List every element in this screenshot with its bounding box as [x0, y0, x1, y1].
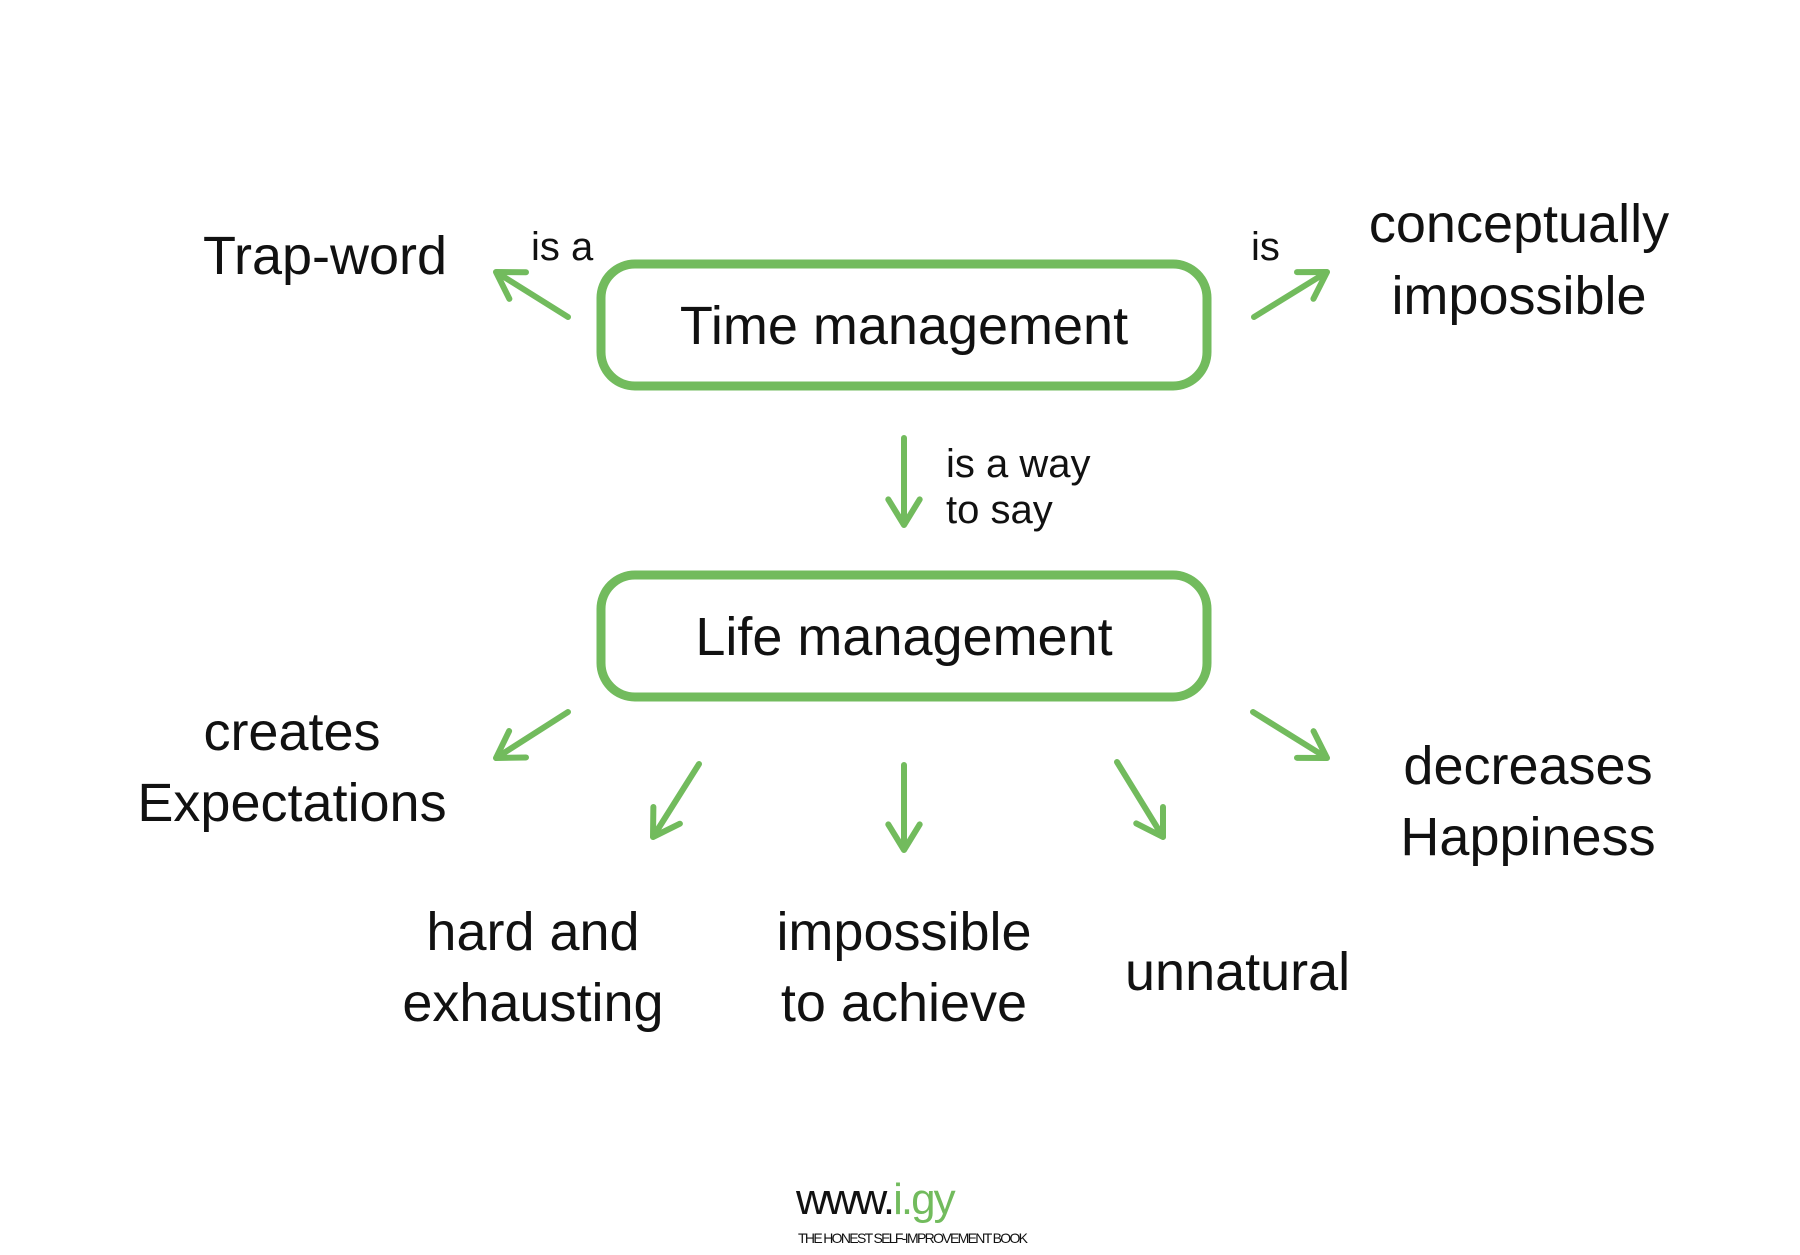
arrow-to-decreases-happiness-icon: [1250, 709, 1330, 761]
arrow-to-life-management-icon: [885, 435, 923, 528]
trap-word-label: Trap-word: [203, 226, 447, 286]
edge-label-is-a-way: is a way: [946, 442, 1091, 486]
logo-www: www.: [795, 1175, 893, 1224]
time-management-box: [596, 259, 1212, 391]
expectations-label: Expectations: [137, 773, 446, 833]
arrow-to-unnatural-icon: [1114, 759, 1166, 840]
impossible-label-2: impossible: [776, 902, 1031, 962]
life-management-label: Life management: [695, 607, 1112, 667]
arrow-to-conceptually-impossible-icon: [1251, 269, 1330, 320]
exhausting-label: exhausting: [402, 973, 663, 1033]
edge-label-is-a: is a: [531, 225, 594, 269]
conceptually-label: conceptually: [1369, 194, 1669, 254]
happiness-label: Happiness: [1400, 807, 1655, 867]
decreases-label: decreases: [1403, 736, 1652, 796]
logo-domain: i.gy: [893, 1175, 955, 1224]
creates-label: creates: [203, 702, 380, 762]
time-management-label: Time management: [680, 296, 1128, 356]
arrow-to-impossible-to-achieve-icon: [885, 762, 923, 853]
footer-logo: www.i.gy: [795, 1175, 956, 1224]
to-achieve-label: to achieve: [781, 973, 1027, 1033]
life-management-box: [596, 570, 1212, 702]
arrow-to-expectations-icon: [493, 709, 571, 761]
arrow-to-hard-and-exhausting-icon: [650, 761, 702, 840]
arrow-to-trap-word-icon: [493, 269, 571, 320]
edge-label-to-say: to say: [946, 488, 1053, 532]
footer-tagline: THE HONEST SELF-IMPROVEMENT BOOK: [798, 1230, 1029, 1246]
hard-and-label: hard and: [426, 902, 639, 962]
arrows: [493, 269, 1330, 853]
unnatural-label: unnatural: [1125, 942, 1350, 1002]
edge-label-is: is: [1251, 225, 1280, 269]
impossible-label: impossible: [1391, 266, 1646, 326]
